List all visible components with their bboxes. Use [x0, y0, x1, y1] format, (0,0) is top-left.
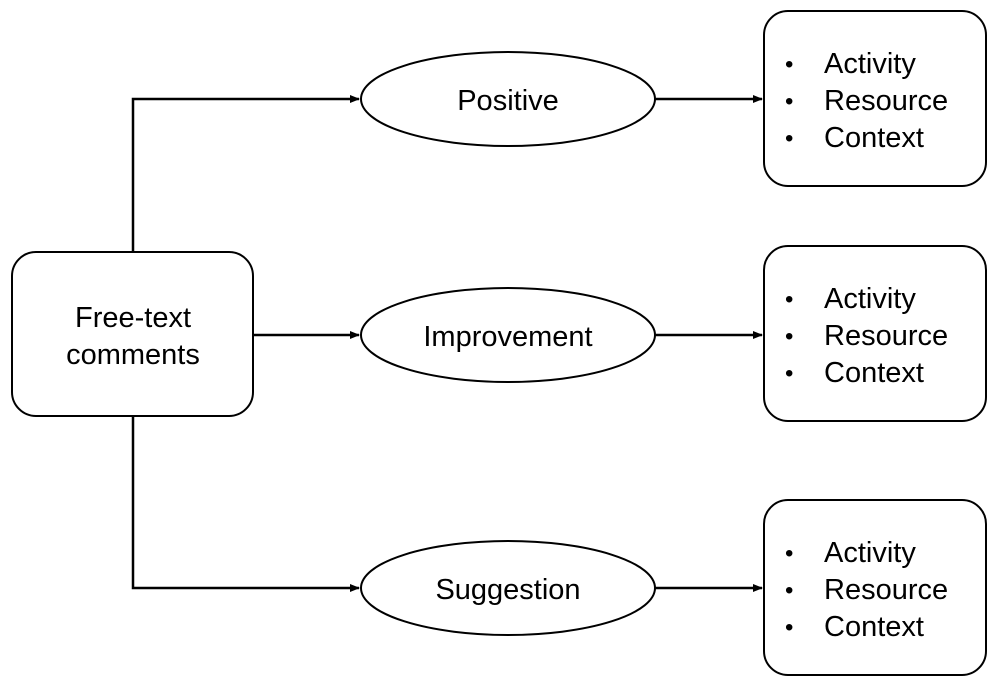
bullet-dot: • — [785, 323, 793, 350]
category-suggestion: Suggestion — [360, 540, 656, 636]
category-positive: Positive — [360, 51, 656, 147]
connectors — [131, 95, 763, 592]
list-box-suggestion: • Activity • Resource • Context — [763, 499, 987, 676]
list-item-context: Context — [824, 122, 924, 154]
bullet-dot: • — [785, 125, 793, 152]
connector-source-to-positive — [131, 95, 360, 252]
list-item-activity: Activity — [824, 283, 916, 315]
connector-source-to-suggestion — [131, 416, 360, 592]
bullet-dot: • — [785, 51, 793, 78]
bullet-dot: • — [785, 614, 793, 641]
bullet-dot: • — [785, 88, 793, 115]
list-item-resource: Resource — [824, 85, 948, 117]
list-item-context: Context — [824, 611, 924, 643]
list-box-improvement: • Activity • Resource • Context — [763, 245, 987, 422]
source-box: Free-text comments — [11, 251, 254, 417]
list-item-resource: Resource — [824, 574, 948, 606]
category-improvement: Improvement — [360, 287, 656, 383]
source-label-line-2: comments — [66, 339, 200, 371]
category-label-improvement: Improvement — [423, 321, 592, 353]
list-item-activity: Activity — [824, 48, 916, 80]
list-box-positive: • Activity • Resource • Context — [763, 10, 987, 187]
list-item-activity: Activity — [824, 537, 916, 569]
bullet-dot: • — [785, 577, 793, 604]
bullet-dot: • — [785, 360, 793, 387]
category-label-positive: Positive — [457, 85, 559, 117]
list-item-resource: Resource — [824, 320, 948, 352]
category-label-suggestion: Suggestion — [435, 574, 580, 606]
bullet-dot: • — [785, 286, 793, 313]
source-label-line-1: Free-text — [75, 302, 191, 334]
bullet-dot: • — [785, 540, 793, 567]
list-item-context: Context — [824, 357, 924, 389]
